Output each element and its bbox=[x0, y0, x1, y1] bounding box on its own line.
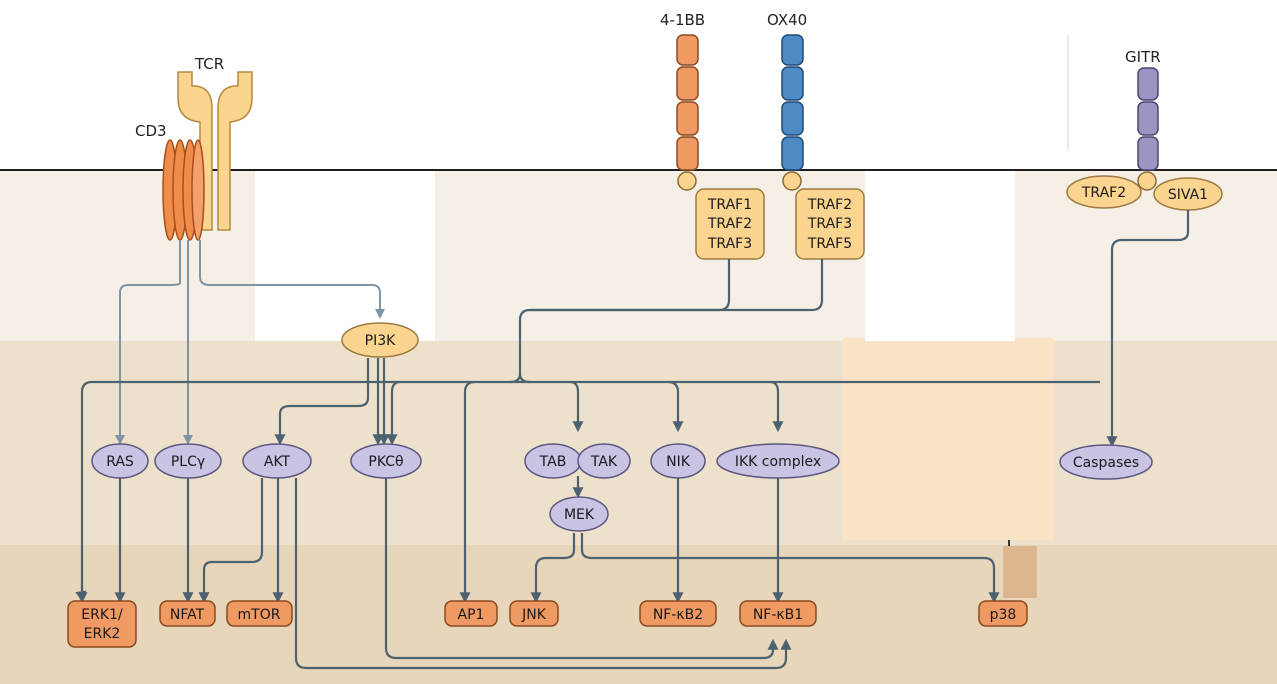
receptor-4-1bb-label: 4-1BB bbox=[660, 11, 705, 29]
svg-text:JNK: JNK bbox=[521, 607, 547, 623]
svg-text:NIK: NIK bbox=[666, 454, 691, 470]
tab-node: TAB bbox=[524, 443, 582, 479]
mtor-output: mTOR bbox=[226, 600, 293, 627]
pkct-node: PKCθ bbox=[350, 443, 422, 479]
nfkb1-output: NF-κB1 bbox=[739, 600, 817, 627]
ikk-complex-node: IKK complex bbox=[716, 443, 840, 479]
svg-text:PKCθ: PKCθ bbox=[368, 454, 403, 470]
svg-text:p38: p38 bbox=[990, 607, 1017, 623]
akt-node: AKT bbox=[242, 443, 312, 479]
svg-text:TAB: TAB bbox=[539, 454, 567, 470]
svg-text:SIVA1: SIVA1 bbox=[1168, 187, 1208, 203]
svg-text:AP1: AP1 bbox=[458, 607, 485, 623]
svg-text:IKK complex: IKK complex bbox=[735, 454, 821, 470]
svg-text:AKT: AKT bbox=[264, 454, 291, 470]
svg-text:NF-κB2: NF-κB2 bbox=[653, 607, 703, 623]
receptor-ox40-label: OX40 bbox=[767, 11, 807, 29]
svg-text:ERK1/: ERK1/ bbox=[81, 607, 123, 623]
cd3-complex bbox=[162, 139, 205, 241]
traf-4-1bb-item: TRAF2 bbox=[707, 216, 752, 232]
traf-ox40-item: TRAF3 bbox=[807, 216, 852, 232]
traf-4-1bb-item: TRAF3 bbox=[707, 236, 752, 252]
traf-ox40-item: TRAF2 bbox=[807, 197, 852, 213]
svg-text:TRAF2: TRAF2 bbox=[1081, 185, 1126, 201]
nik-node: NIK bbox=[650, 443, 706, 479]
erk-output: ERK1/ ERK2 bbox=[67, 600, 137, 648]
cd3-label: CD3 bbox=[135, 122, 167, 140]
receptor-gitr bbox=[1137, 67, 1159, 191]
svg-text:NFAT: NFAT bbox=[170, 607, 205, 623]
jnk-output: JNK bbox=[509, 600, 559, 627]
traf-box-ox40: TRAF2 TRAF3 TRAF5 bbox=[795, 188, 865, 260]
p38-output: p38 bbox=[978, 600, 1028, 627]
mek-node: MEK bbox=[549, 496, 609, 532]
svg-text:PLCγ: PLCγ bbox=[171, 454, 205, 470]
caspases-node: Caspases bbox=[1059, 444, 1153, 480]
svg-text:mTOR: mTOR bbox=[238, 607, 281, 623]
tak-node: TAK bbox=[577, 443, 631, 479]
svg-text:Caspases: Caspases bbox=[1073, 455, 1139, 471]
traf-box-4-1bb: TRAF1 TRAF2 TRAF3 bbox=[695, 188, 765, 260]
svg-text:TAK: TAK bbox=[590, 454, 618, 470]
traf-ox40-item: TRAF5 bbox=[807, 236, 852, 252]
nfkb2-output: NF-κB2 bbox=[639, 600, 717, 627]
pi3k-node: PI3K bbox=[341, 322, 419, 358]
receptor-4-1bb bbox=[676, 34, 699, 191]
svg-text:MEK: MEK bbox=[564, 507, 595, 523]
cytoplasm-background bbox=[0, 171, 1277, 684]
nfat-output: NFAT bbox=[159, 600, 216, 627]
ras-node: RAS bbox=[91, 443, 149, 479]
receptor-ox40 bbox=[781, 34, 804, 191]
gitr-traf2: TRAF2 bbox=[1066, 175, 1142, 209]
tcr-label: TCR bbox=[194, 55, 224, 73]
receptor-gitr-label: GITR bbox=[1125, 48, 1161, 66]
svg-text:RAS: RAS bbox=[106, 454, 134, 470]
svg-text:PI3K: PI3K bbox=[365, 333, 396, 349]
traf-4-1bb-item: TRAF1 bbox=[707, 197, 752, 213]
siva1: SIVA1 bbox=[1153, 177, 1223, 211]
signaling-edges bbox=[76, 210, 1190, 670]
svg-text:NF-κB1: NF-κB1 bbox=[753, 607, 803, 623]
svg-text:ERK2: ERK2 bbox=[84, 626, 121, 642]
ap1-output: AP1 bbox=[444, 600, 498, 627]
plcg-node: PLCγ bbox=[154, 443, 222, 479]
